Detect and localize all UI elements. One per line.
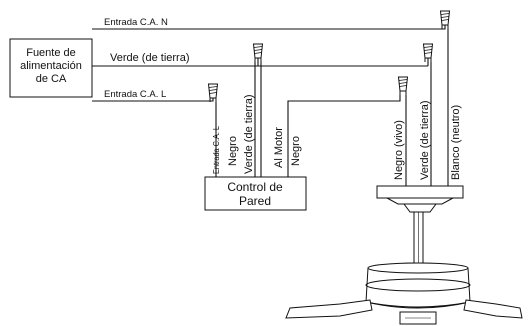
fan-blade-right [463, 299, 523, 319]
lead-label-verde: Verde (de tierra) [243, 95, 255, 174]
wall-control-line1: Control de [227, 180, 283, 194]
wall-control-box: Control de Pared [204, 176, 307, 211]
fan-leads [405, 29, 449, 186]
label-input-l: Entrada C.A. L [104, 89, 166, 100]
fan-mounting-bracket [376, 185, 464, 199]
wall-control-line2: Pared [239, 194, 271, 208]
lead-label-entrada-l: Entrada C.A. L [211, 126, 221, 174]
fan-canopy [386, 197, 454, 205]
lead-label-negro-2: Negro [290, 136, 302, 166]
power-source-line2: alimentación [20, 60, 82, 72]
fan-lead-label-blanco: Blanco (neutro) [450, 105, 462, 180]
ceiling-fan [285, 185, 523, 325]
fan-lead-label-negro-vivo: Negro (vivo) [393, 120, 405, 180]
label-input-n: Entrada C.A. N [104, 17, 168, 28]
lead-label-negro: Negro [227, 136, 239, 166]
wall-control-leads [215, 62, 401, 177]
label-ground: Verde (de tierra) [110, 52, 189, 64]
power-source-line3: de CA [36, 73, 67, 85]
lead-label-al-motor: Al Motor [273, 127, 285, 168]
fan-lead-label-verde: Verde (de tierra) [419, 101, 431, 180]
power-source-line1: Fuente de [26, 47, 76, 59]
fan-blade-left [285, 299, 373, 319]
power-source-box: Fuente de alimentación de CA [9, 38, 93, 98]
wire-nut-motor-hot [398, 76, 408, 96]
